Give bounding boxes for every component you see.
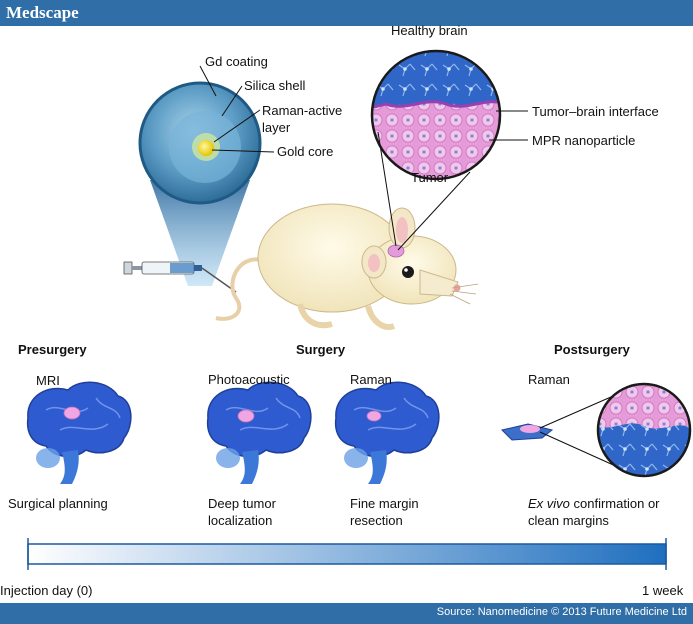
timeline-end-label: 1 week <box>642 583 683 598</box>
footer-bar: Source: Nanomedicine © 2013 Future Medic… <box>0 603 693 624</box>
purpose-ex-vivo: Ex vivo confirmation or clean margins <box>528 495 678 529</box>
label-tumor: Tumor <box>411 170 448 185</box>
nanoparticle-diagram <box>140 66 274 286</box>
label-raman-layer: Raman-active layer <box>262 102 358 136</box>
timeline-bar <box>28 544 666 564</box>
brain-raman <box>336 382 439 484</box>
label-mpr-nanoparticle: MPR nanoparticle <box>532 133 635 148</box>
purpose-deep-tumor: Deep tumor localization <box>208 495 318 529</box>
syringe-icon <box>124 262 236 292</box>
heading-presurgery: Presurgery <box>18 342 87 357</box>
method-mri: MRI <box>36 373 60 388</box>
gold-core-sphere <box>198 140 214 156</box>
purpose-surgical-planning: Surgical planning <box>8 496 108 511</box>
method-raman-surgery: Raman <box>350 372 392 387</box>
mouse-illustration <box>216 204 478 327</box>
brain-mri <box>28 382 131 484</box>
label-gd-coating: Gd coating <box>205 54 268 69</box>
label-tumor-brain-interface: Tumor–brain interface <box>532 104 659 119</box>
heading-surgery: Surgery <box>296 342 345 357</box>
method-photoacoustic: Photoacoustic <box>208 372 290 387</box>
timeline-start-label: Injection day (0) <box>0 583 93 598</box>
label-silica-shell: Silica shell <box>244 78 305 93</box>
ex-vivo-italic: Ex vivo <box>528 496 570 511</box>
purpose-fine-margin: Fine margin resection <box>350 495 446 529</box>
label-gold-core: Gold core <box>277 144 333 159</box>
ex-vivo-specimen <box>502 382 692 478</box>
heading-postsurgery: Postsurgery <box>554 342 630 357</box>
label-healthy-brain: Healthy brain <box>391 23 468 38</box>
source-credit: Source: Nanomedicine © 2013 Future Medic… <box>437 606 687 618</box>
brain-photoacoustic <box>208 382 311 484</box>
method-raman-postsurgery: Raman <box>528 372 570 387</box>
